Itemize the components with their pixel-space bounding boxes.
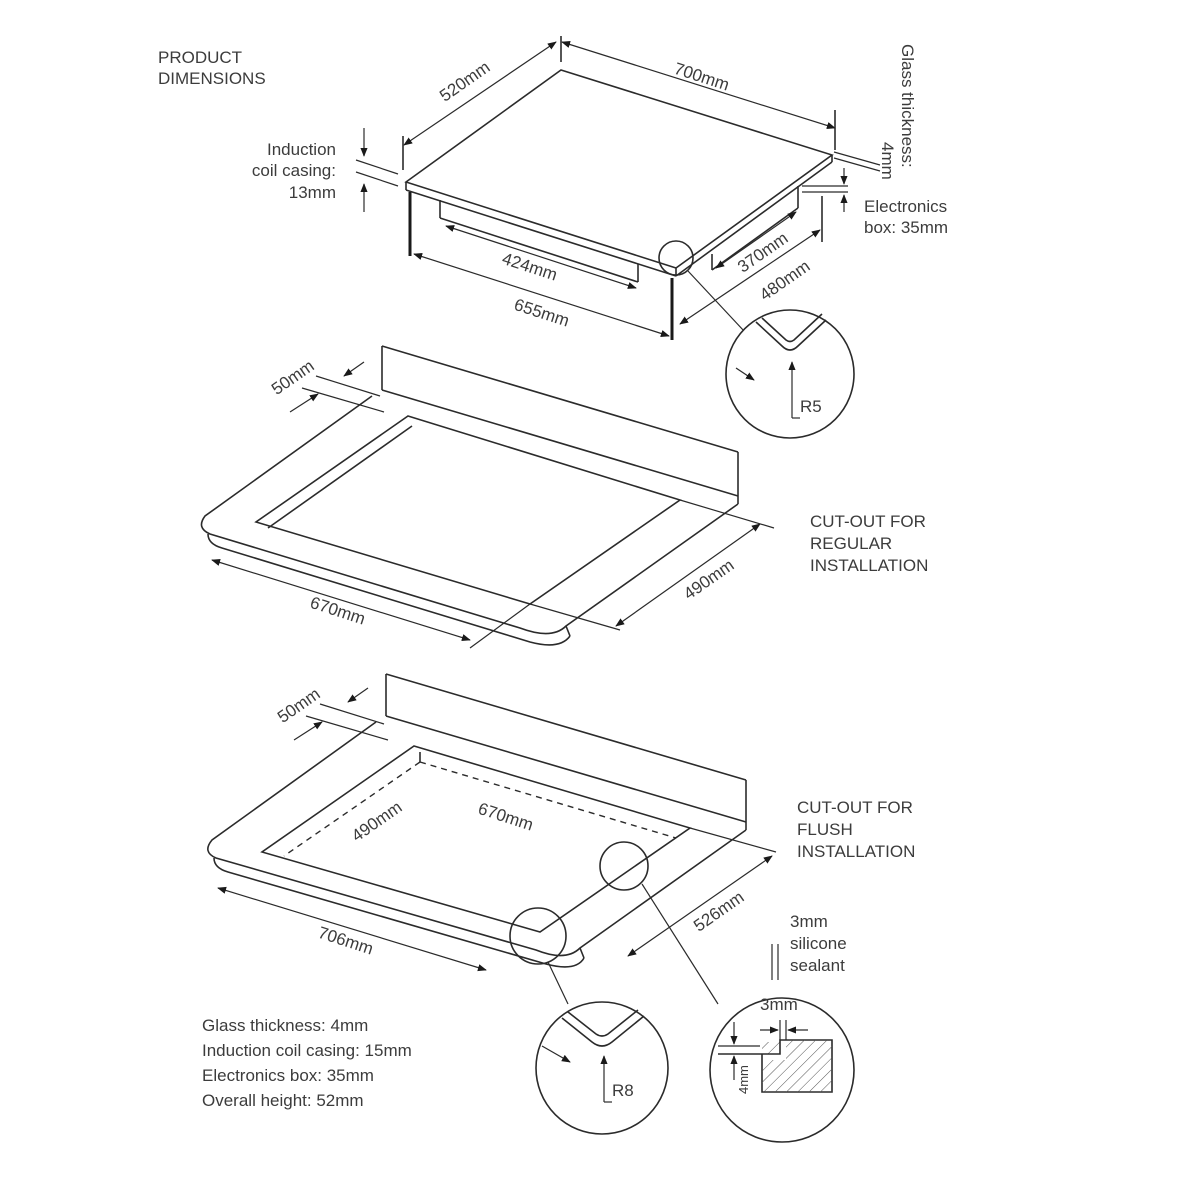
coil-casing-line2: coil casing: (252, 161, 336, 180)
regular-title-line3: INSTALLATION (810, 556, 928, 575)
spec-overall-height: Overall height: 52mm (202, 1091, 364, 1110)
flush-outer-depth-label: 526mm (690, 887, 747, 935)
corner-radius-label: R5 (800, 397, 822, 416)
sealant-line1: 3mm (790, 912, 828, 931)
electronics-line2: box: 35mm (864, 218, 948, 237)
flush-outer-width-label: 706mm (316, 923, 376, 959)
sealant-line3: sealant (790, 956, 845, 975)
corner-radius-detail (725, 309, 855, 439)
regular-width-label: 670mm (308, 593, 368, 629)
glass-thickness-line1: Glass thickness: (898, 44, 917, 168)
flush-back-gap-label: 50mm (274, 684, 324, 727)
glass-thickness-line2: 4mm (878, 142, 897, 180)
corner-detail-marker (658, 240, 694, 276)
spec-electronics-box: Electronics box: 35mm (202, 1066, 374, 1085)
coil-casing-line1: Induction (267, 140, 336, 159)
spec-glass-thickness: Glass thickness: 4mm (202, 1016, 368, 1035)
product-width-label: 700mm (672, 59, 732, 95)
base-width-label: 655mm (512, 295, 572, 331)
flush-inner-width-label: 670mm (476, 799, 536, 835)
regular-title-line2: REGULAR (810, 534, 892, 553)
regular-depth-label: 490mm (680, 555, 737, 603)
rebate-depth-label: 4mm (736, 1065, 751, 1094)
spec-coil-casing: Induction coil casing: 15mm (202, 1041, 412, 1060)
coil-casing-line3: 13mm (289, 183, 336, 202)
spec-list: Glass thickness: 4mm Induction coil casi… (202, 1016, 412, 1110)
product-heading-line2: DIMENSIONS (158, 69, 266, 88)
electronics-line1: Electronics (864, 197, 947, 216)
flush-radius-label: R8 (612, 1081, 634, 1100)
sealant-gap-label: 3mm (760, 995, 798, 1014)
flush-title-line3: INSTALLATION (797, 842, 915, 861)
sealant-line2: silicone (790, 934, 847, 953)
flush-inner-depth-label: 490mm (348, 797, 405, 845)
product-depth-label: 520mm (436, 57, 493, 105)
flush-title-line2: FLUSH (797, 820, 853, 839)
product-heading-line1: PRODUCT (158, 48, 242, 67)
base-depth-label: 480mm (756, 256, 813, 304)
regular-back-gap-label: 50mm (268, 356, 318, 399)
regular-title-line1: CUT-OUT FOR (810, 512, 926, 531)
flush-title-line1: CUT-OUT FOR (797, 798, 913, 817)
flush-corner-detail-marker (509, 907, 567, 965)
sealant-detail-marker (599, 841, 649, 891)
flush-corner-radius-detail (535, 1001, 669, 1135)
